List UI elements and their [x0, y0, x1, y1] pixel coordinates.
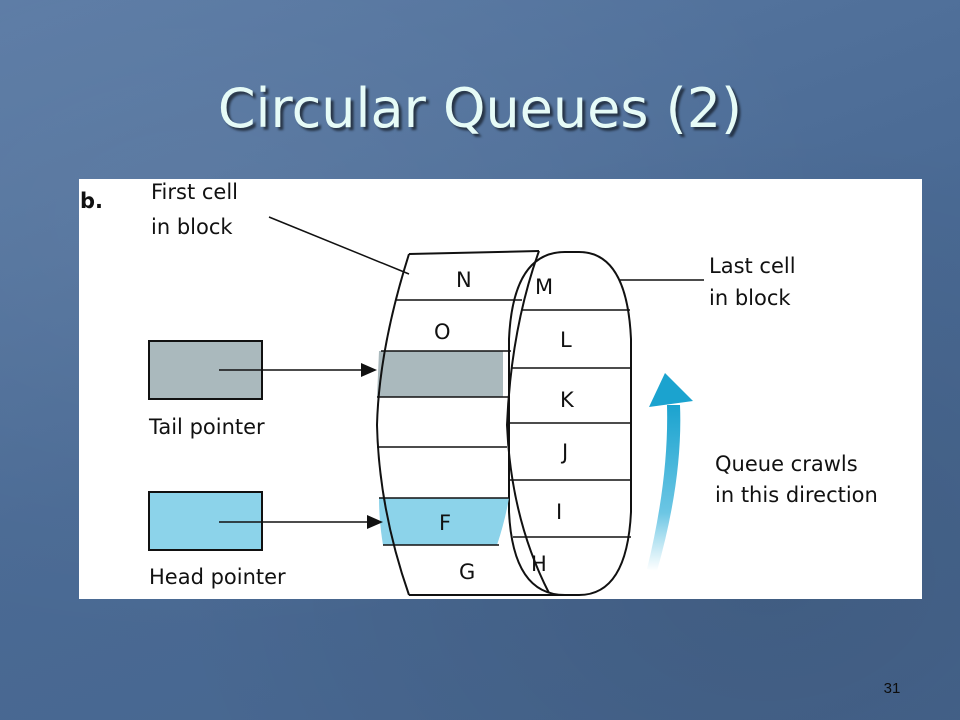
page-number: 31 [883, 680, 901, 697]
back-cell-h: H [531, 552, 547, 576]
panel-label: b. [80, 189, 103, 213]
direction-label-line1: Queue crawls [715, 452, 858, 476]
front-cell-g: G [459, 560, 475, 584]
back-cell-m: M [535, 275, 553, 299]
head-pointer-arrowhead [367, 515, 383, 529]
back-cell-l: L [560, 328, 572, 352]
circular-queue-diagram: b. First cell in block Last cell in bloc… [80, 180, 878, 596]
head-pointer: Head pointer [148, 491, 383, 589]
head-cell [379, 498, 509, 545]
last-cell-label-line1: Last cell [709, 254, 796, 278]
first-cell-label-line1: First cell [151, 180, 238, 204]
first-cell-label-line2: in block [151, 215, 233, 239]
front-cell-n: N [456, 268, 472, 292]
direction-arrowhead [649, 373, 693, 407]
last-cell-label-line2: in block [709, 286, 791, 310]
direction-arrow [647, 373, 693, 571]
direction-label-line2: in this direction [715, 483, 878, 507]
ring-back-face: M L K J I H [508, 251, 632, 596]
slide-title: Circular Queues (2) [217, 77, 743, 140]
head-pointer-label: Head pointer [149, 565, 286, 589]
back-cell-j: J [560, 440, 568, 464]
tail-pointer-arrowhead [361, 363, 377, 377]
first-cell-leader [268, 216, 410, 275]
head-pointer-box [148, 491, 263, 551]
tail-pointer: Tail pointer [148, 340, 377, 439]
circular-queue-figure: b. First cell in block Last cell in bloc… [79, 179, 922, 599]
back-cell-k: K [560, 388, 575, 412]
front-cell-f: F [439, 511, 451, 535]
back-cell-i: I [556, 500, 562, 524]
direction-arrow-shaft [647, 405, 681, 571]
tail-pointer-label: Tail pointer [148, 415, 265, 439]
tail-cell [377, 351, 503, 397]
ring-front-face: N O F G [375, 250, 565, 596]
front-cell-o: O [434, 320, 451, 344]
